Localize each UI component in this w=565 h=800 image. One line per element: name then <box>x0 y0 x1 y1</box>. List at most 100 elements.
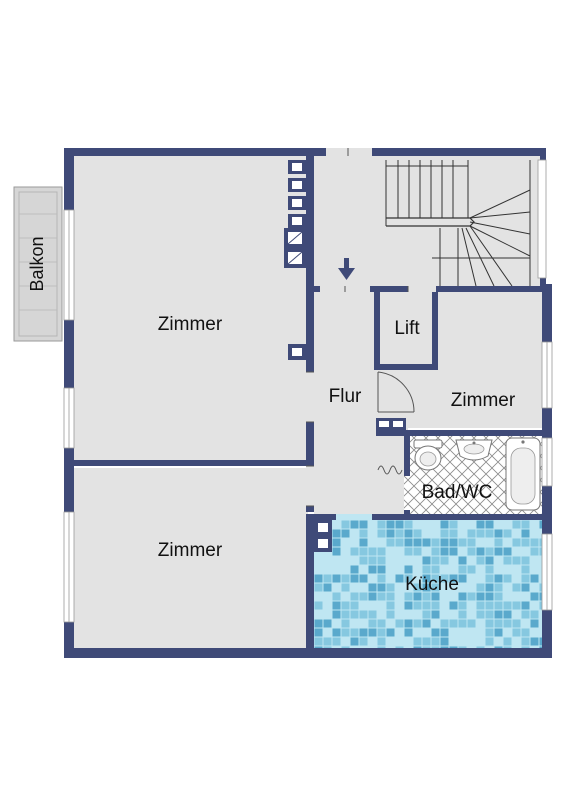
kitchen-tile <box>449 646 458 648</box>
kitchen-tile <box>494 565 503 574</box>
kitchen-tile <box>404 547 413 556</box>
kitchen-tile <box>368 610 377 619</box>
room-label-zimmer-top-left: Zimmer <box>158 314 223 335</box>
kitchen-tile <box>395 646 404 648</box>
kitchen-tile <box>359 520 368 529</box>
kitchen-tile <box>521 610 530 619</box>
room-labels: Balkon Zimmer Zimmer Flur Lift Zimmer Ba… <box>27 236 516 595</box>
kitchen-tile <box>404 565 413 574</box>
kitchen-tile <box>377 619 386 628</box>
kitchen-tile <box>530 610 539 619</box>
kitchen-tile <box>314 574 323 583</box>
kitchen-tile <box>413 547 422 556</box>
kitchen-tile <box>377 529 386 538</box>
kitchen-tile <box>431 538 440 547</box>
kitchen-tile <box>395 637 404 646</box>
kitchen-tile <box>530 628 539 637</box>
kitchen-tile <box>386 628 395 637</box>
kitchen-tile <box>368 565 377 574</box>
kitchen-tile <box>314 628 323 637</box>
kitchen-tile <box>350 565 359 574</box>
kitchen-tile <box>368 628 377 637</box>
kitchen-tile <box>467 565 476 574</box>
kitchen-tile <box>503 538 512 547</box>
kitchen-tile <box>521 583 530 592</box>
kitchen-tile <box>413 556 422 565</box>
kitchen-tile <box>485 556 494 565</box>
kitchen-tile <box>458 520 467 529</box>
kitchen-tile <box>467 556 476 565</box>
kitchen-tile <box>395 520 404 529</box>
kitchen-tile <box>521 538 530 547</box>
kitchen-tile <box>476 610 485 619</box>
kitchen-tile <box>341 574 350 583</box>
kitchen-tile <box>359 646 368 648</box>
kitchen-tile <box>386 520 395 529</box>
kitchen-tile <box>485 646 494 648</box>
kitchen-tile <box>350 637 359 646</box>
kitchen-tile <box>332 592 341 601</box>
kitchen-tile <box>413 637 422 646</box>
kitchen-tile <box>440 628 449 637</box>
kitchen-tile <box>440 583 449 592</box>
kitchen-tile <box>530 583 539 592</box>
kitchen-tile <box>512 601 521 610</box>
kitchen-tile <box>314 583 323 592</box>
kitchen-tile <box>404 529 413 538</box>
kitchen-tile <box>332 637 341 646</box>
kitchen-tile <box>494 583 503 592</box>
kitchen-tile <box>512 565 521 574</box>
kitchen-tile <box>314 556 323 565</box>
kitchen-tile <box>341 520 350 529</box>
kitchen-tile <box>512 592 521 601</box>
kitchen-tile <box>539 538 542 547</box>
kitchen-tile <box>440 556 449 565</box>
kitchen-tile <box>458 538 467 547</box>
kitchen-tile <box>404 574 413 583</box>
kitchen-tile <box>512 628 521 637</box>
kitchen-tile <box>332 619 341 628</box>
kitchen-tile <box>422 556 431 565</box>
kitchen-tile <box>467 619 476 628</box>
kitchen-tile <box>350 529 359 538</box>
kitchen-tile <box>503 529 512 538</box>
kitchen-tile <box>503 646 512 648</box>
kitchen-tile <box>359 556 368 565</box>
kitchen-tile <box>377 583 386 592</box>
kitchen-tile <box>485 583 494 592</box>
kitchen-tile <box>395 556 404 565</box>
kitchen-tile <box>422 619 431 628</box>
kitchen-tile <box>485 601 494 610</box>
kitchen-tile <box>386 565 395 574</box>
kitchen-tile <box>368 637 377 646</box>
kitchen-tile <box>458 583 467 592</box>
kitchen-tile <box>404 601 413 610</box>
kitchen-tile <box>377 538 386 547</box>
kitchen-tile <box>539 574 542 583</box>
kitchen-tile <box>512 610 521 619</box>
kitchen-tile <box>449 574 458 583</box>
kitchen-tile <box>431 556 440 565</box>
kitchen-tile <box>431 520 440 529</box>
kitchen-tile <box>440 538 449 547</box>
kitchen-tile <box>413 619 422 628</box>
kitchen-tile <box>359 529 368 538</box>
kitchen-tile <box>422 637 431 646</box>
kitchen-tile <box>503 592 512 601</box>
kitchen-tile <box>530 547 539 556</box>
kitchen-tile <box>458 637 467 646</box>
kitchen-tile <box>332 583 341 592</box>
kitchen-tile <box>341 628 350 637</box>
kitchen-tile <box>476 628 485 637</box>
kitchen-tile <box>467 520 476 529</box>
kitchen-tile <box>476 520 485 529</box>
kitchen-tile <box>431 619 440 628</box>
kitchen-tile <box>476 574 485 583</box>
kitchen-tile <box>341 583 350 592</box>
kitchen-tile <box>521 646 530 648</box>
kitchen-tile <box>449 592 458 601</box>
kitchen-tile <box>422 538 431 547</box>
kitchen-tile <box>431 529 440 538</box>
kitchen-tile <box>404 583 413 592</box>
kitchen-tile <box>377 574 386 583</box>
